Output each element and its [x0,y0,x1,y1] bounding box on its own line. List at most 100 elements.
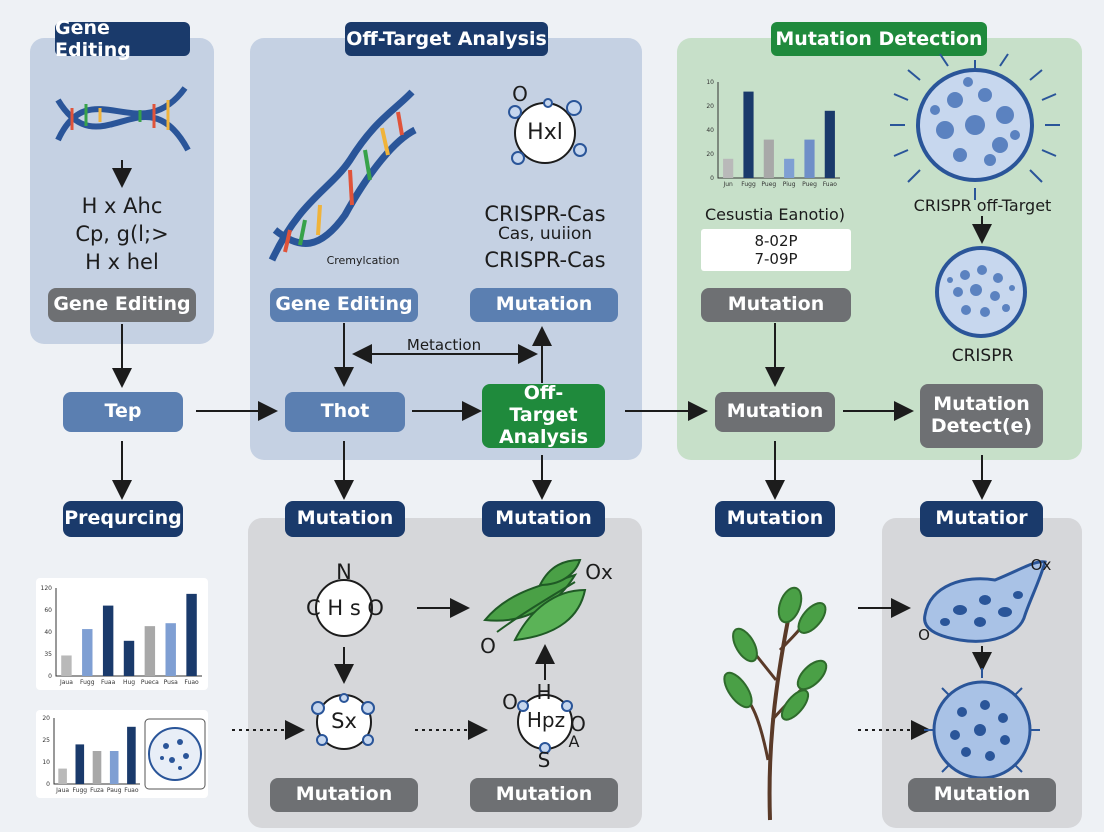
chart-y-tick-label: 0 [48,673,52,680]
prequrcing-node[interactable]: Prequrcing [63,501,183,537]
microscope-slide-icon [144,718,206,790]
chart-y-tick-label: 60 [44,607,52,614]
chart-x-tick-label: Jaua [59,679,73,686]
chart-bar [743,91,754,178]
chart-x-tick-label: Fuao [823,181,838,188]
value-line-1: 8-02P [754,232,798,250]
crispr-line-3: CRISPR-Cas [484,248,606,272]
chart-y-tick-label: 35 [44,651,52,658]
chart-y-tick-label: 10 [706,79,714,86]
section-title-off-target: Off-Target Analysis [345,22,548,56]
chart-y-tick-label: 25 [42,737,50,744]
chart-bar [824,110,835,178]
mutation-button-offtarget[interactable]: Mutation [470,288,618,322]
chart-x-tick-label: Fugg [741,181,756,188]
chart-bar [144,626,156,676]
hp-s-label: S [537,748,551,772]
sx-label: Sx [331,709,357,733]
hpz-label: Hpz [526,708,566,732]
chart-x-tick-label: Fugg [80,679,95,686]
formula-line-3: H x hel [85,250,159,274]
mutation-button-bottom-b[interactable]: Mutation [470,778,618,812]
chart-y-tick-label: 20 [706,103,714,110]
chart-bar [723,158,734,178]
crispr-line-1: CRISPR-Cas [484,202,606,226]
chart-x-tick-label: Pusa [164,679,178,686]
detection-bar-chart: Jun Fugg Pueg Piug Pueg Fuao 10 20 40 20 0 [700,72,845,192]
cell-o-label: O [918,626,930,644]
chart-x-tick-label: Piug [783,181,796,188]
mutation-node-2[interactable]: Mutation [482,501,605,537]
circle-o-label: O [512,82,528,106]
gene-editing-button-2[interactable]: Gene Editing [270,288,418,322]
plant-sprig-icon [723,586,828,821]
mutation-node-1[interactable]: Mutation [285,501,405,537]
chart-x-tick-label: Pueg [761,181,776,188]
chart-x-tick-label: Pueg [802,181,817,188]
mutation-button-bottom-c[interactable]: Mutation [908,778,1056,812]
chart-x-tick-label: Fuza [90,787,104,794]
chart-y-tick-label: 0 [46,781,50,788]
chart-y-tick-label: 0 [710,175,714,182]
chart-bar [784,158,795,178]
chart-x-tick-label: Pueca [141,679,159,686]
mutation-node-3[interactable]: Mutation [715,501,835,537]
mutation-node-mid[interactable]: Mutation [715,392,835,432]
off-target-analysis-node[interactable]: Off-Target Analysis [482,382,605,448]
cell-ox-label: Ox [1030,556,1052,574]
chart-bar [102,605,114,676]
mutation-button-detection[interactable]: Mutation [701,288,851,322]
crispr-off-target-label: CRISPR off-Target [913,196,1052,215]
chs-n-label: N [336,560,352,584]
chart-bar [61,655,72,676]
chart-x-tick-label: Fugg [73,787,88,794]
chart-x-tick-label: Jun [722,181,733,188]
chart-y-tick-label: 120 [41,585,53,592]
chart-x-tick-label: Fuao [184,679,199,686]
h-top-label: H [536,680,552,704]
chart-bar [127,726,136,784]
chs-label: C H s O [306,596,384,620]
chart-y-tick-label: 20 [706,151,714,158]
crispr-label: CRISPR [951,346,1014,366]
gene-editing-button[interactable]: Gene Editing [48,288,196,322]
thot-node[interactable]: Thot [285,392,405,432]
chart-bar [763,139,774,178]
chart-y-tick-label: 40 [706,127,714,134]
chart-y-tick-label: 40 [44,629,52,636]
hp-o-right-label: O [570,712,586,736]
mutation-detect-node[interactable]: Mutation Detect(e) [920,384,1043,448]
formula-line-1: H x Ahc [81,194,163,218]
mutation-button-bottom-a[interactable]: Mutation [270,778,418,812]
tep-node[interactable]: Tep [63,392,183,432]
chart-y-tick-label: 20 [42,715,50,722]
value-line-2: 7-09P [754,250,798,268]
chart-bar [165,623,176,676]
chart-y-tick-label: 10 [42,759,50,766]
chart-bar [92,751,102,784]
chart-x-tick-label: Fuaa [101,679,116,686]
section-title-gene-editing: Gene Editing [55,17,190,61]
leaf-ox-label: Ox [585,560,613,584]
section-title-mutation-detection: Mutation Detection [771,22,987,56]
chart-bar [123,640,135,676]
mutatior-node[interactable]: Mutatior [920,501,1043,537]
circle-hxl-label: Hxl [527,120,563,145]
formula-line-2: Cp, g(l;> [75,222,169,246]
chart-x-tick-label: Paug [107,787,122,794]
crispr-line-2: Cas, uuiion [497,224,593,244]
chart-x-tick-label: Hug [123,679,135,686]
chart-bar [804,139,815,178]
chart-bar [58,768,67,784]
leaf-o-label: O [480,634,496,658]
dna-caption: Cremylcation [326,254,400,267]
chart-x-tick-label: Fuao [124,787,139,794]
chart-bar [75,744,85,784]
hp-o-left-label: O [502,690,518,714]
chart-caption: Cesustia Eanotio) [704,205,846,224]
chart-axis [717,82,840,179]
chart-bar [186,593,197,676]
values-box [701,229,851,271]
metaction-label: Metaction [406,336,482,354]
